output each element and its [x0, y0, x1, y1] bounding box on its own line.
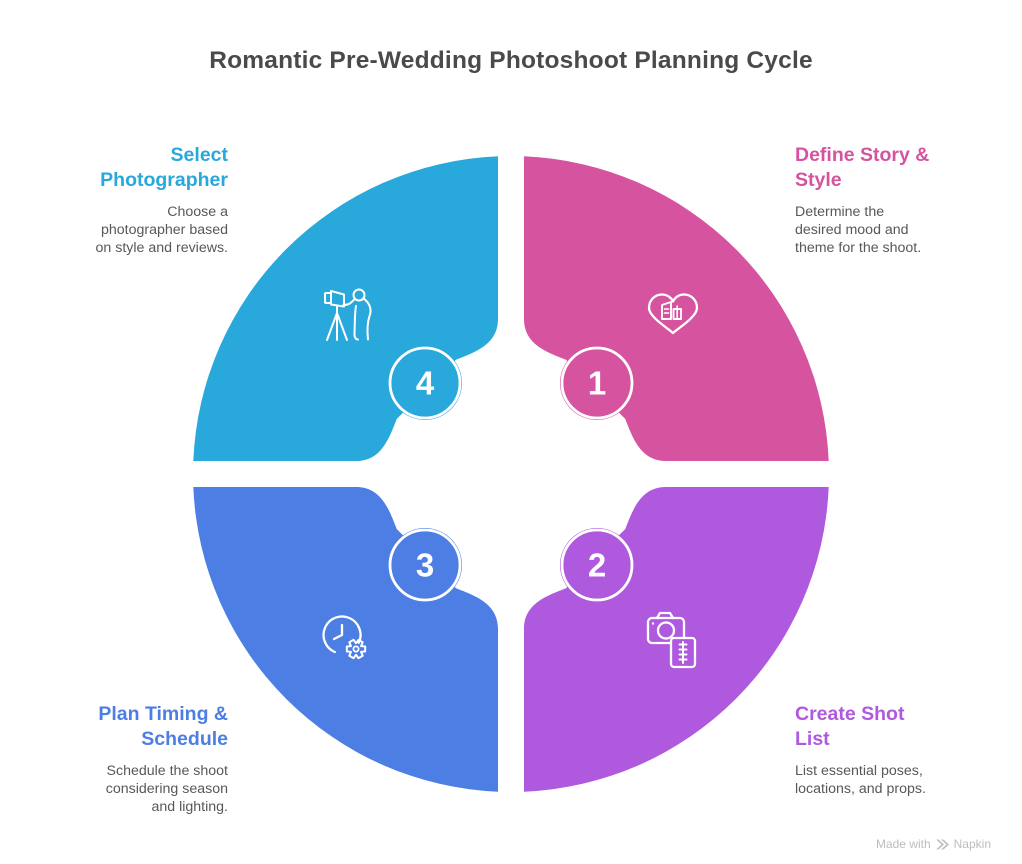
napkin-logo-icon [935, 839, 949, 849]
step-2-number: 2 [588, 547, 606, 584]
clock-gear-icon [322, 615, 367, 660]
step-2-title-line2: List [795, 727, 830, 750]
quadrant-shapes [193, 156, 829, 792]
step-1-title-line2: Style [795, 168, 842, 191]
quadrant-bottom-left [193, 487, 498, 792]
quadrant-top-left [193, 156, 498, 461]
step-1-number: 1 [588, 365, 606, 402]
camera-shot-list-icon [646, 611, 697, 669]
step-4-description: Choose a photographer based on style and… [36, 203, 228, 258]
step-4-desc-line1: Choose a [167, 204, 228, 220]
step-1-title-line1: Define Story & [795, 144, 930, 166]
step-3-text-block: Plan Timing & Schedule Schedule the shoo… [36, 702, 228, 817]
step-3-title: Plan Timing & Schedule [36, 702, 228, 751]
step-2-desc-line1: List essential poses, [795, 763, 923, 779]
step-3-title-line2: Schedule [141, 727, 228, 750]
step-3-description: Schedule the shoot considering season an… [36, 762, 228, 817]
step-1-title: Define Story & Style [795, 143, 987, 192]
step-4-text-block: Select Photographer Choose a photographe… [36, 143, 228, 258]
step-3-title-line1: Plan Timing & [98, 703, 228, 725]
step-1-desc-line2: desired mood and [795, 222, 909, 239]
step-1-text-block: Define Story & Style Determine the desir… [795, 143, 987, 258]
step-3-desc-line3: and lighting. [151, 799, 228, 816]
step-1-desc-line3: theme for the shoot. [795, 240, 922, 257]
step-4-number: 4 [416, 365, 435, 402]
step-4-title-line1: Select [170, 144, 228, 166]
step-2-badge: 2 [560, 528, 634, 602]
step-4-badge: 4 [388, 346, 462, 420]
made-with-napkin-watermark: Made with Napkin [876, 837, 991, 851]
step-2-description: List essential poses, locations, and pro… [795, 762, 987, 798]
watermark-brand: Napkin [953, 837, 991, 851]
photographer-tripod-icon [324, 288, 372, 341]
step-3-badge: 3 [388, 528, 462, 602]
step-4-desc-line2: photographer based [100, 222, 228, 239]
step-2-title-line1: Create Shot [795, 703, 905, 725]
step-3-desc-line1: Schedule the shoot [106, 763, 228, 779]
page-title: Romantic Pre-Wedding Photoshoot Planning… [209, 47, 813, 74]
heart-story-icon [647, 293, 699, 335]
step-2-title: Create Shot List [795, 702, 987, 751]
step-1-desc-line1: Determine the [795, 204, 885, 220]
step-4-title-line2: Photographer [100, 168, 228, 191]
step-4-desc-line3: on style and reviews. [95, 240, 228, 257]
step-2-text-block: Create Shot List List essential poses, l… [795, 702, 987, 798]
watermark-prefix: Made with [875, 837, 931, 851]
step-1-description: Determine the desired mood and theme for… [795, 203, 987, 258]
step-2-desc-line2: locations, and props. [795, 781, 926, 798]
step-1-badge: 1 [560, 346, 634, 420]
step-4-title: Select Photographer [36, 143, 228, 192]
step-3-desc-line2: considering season [105, 781, 228, 798]
step-3-number: 3 [416, 547, 434, 584]
